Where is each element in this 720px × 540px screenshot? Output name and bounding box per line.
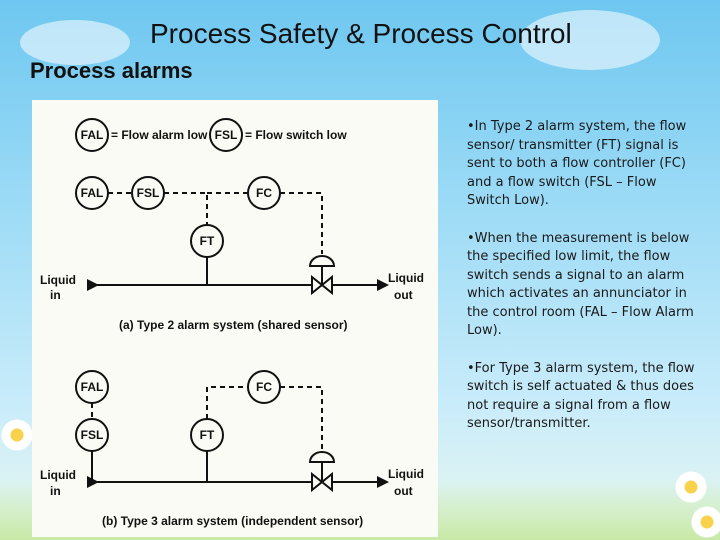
t2-liquid-in-label: in	[50, 288, 61, 302]
t3-liquid-in-label: in	[50, 484, 61, 498]
legend-fsl-bubble	[209, 118, 243, 152]
t3-caption: (b) Type 3 alarm system (independent sen…	[102, 514, 363, 528]
t2-liquid-out-label: Liquid	[388, 271, 424, 285]
t2-fsl-tag: FSL	[137, 186, 160, 200]
bullet-list: •In Type 2 alarm system, the flow sensor…	[467, 118, 699, 453]
legend-fal-text: = Flow alarm low	[111, 128, 208, 142]
t3-fal-tag: FAL	[81, 380, 104, 394]
bullet-low-limit-alarm: •When the measurement is below the speci…	[467, 230, 694, 339]
t3-fc-tag: FC	[256, 380, 272, 394]
t2-fc-tag: FC	[256, 186, 272, 200]
alarm-diagram-panel: FAL FSL FAL FSL FC FT FAL FSL FC FT = Fl…	[32, 100, 438, 537]
legend-fsl-tag: FSL	[215, 128, 238, 142]
legend-fal-bubble	[75, 118, 109, 152]
background-cloud	[20, 20, 130, 65]
bullet-type3-description: •For Type 3 alarm system, the flow switc…	[467, 360, 695, 432]
t3-liquid-out-label: out	[394, 484, 413, 498]
legend-fal-tag: FAL	[81, 128, 104, 142]
t2-liquid-out-label: out	[394, 288, 413, 302]
background-flower	[690, 505, 720, 539]
background-flower	[0, 418, 34, 452]
t3-liquid-out-label: Liquid	[388, 467, 424, 481]
t2-ft-tag: FT	[200, 234, 215, 248]
background-cloud	[520, 10, 660, 70]
bullet-type2-description: •In Type 2 alarm system, the flow sensor…	[467, 119, 687, 208]
t2-fal-tag: FAL	[81, 186, 104, 200]
t2-caption: (a) Type 2 alarm system (shared sensor)	[119, 318, 348, 332]
alarm-diagram: FAL FSL FAL FSL FC FT FAL FSL FC FT = Fl…	[40, 118, 424, 528]
background-flower	[674, 470, 708, 504]
legend-fsl-text: = Flow switch low	[245, 128, 347, 142]
t2-liquid-in-label: Liquid	[40, 273, 76, 287]
slide-title: Process Safety & Process Control	[150, 18, 572, 49]
slide-subtitle: Process alarms	[30, 58, 193, 83]
t3-fsl-tag: FSL	[81, 428, 104, 442]
t3-ft-tag: FT	[200, 428, 215, 442]
t3-liquid-in-label: Liquid	[40, 468, 76, 482]
